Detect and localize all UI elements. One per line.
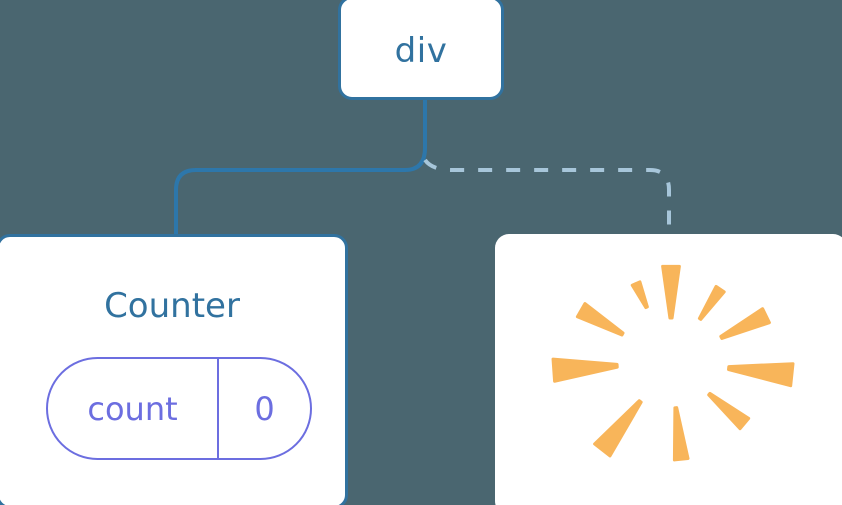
sparkle-burst-icon [551,264,795,462]
burst-ray-0 [661,264,681,320]
burst-ray-8 [575,302,625,337]
burst-ray-6 [593,399,643,458]
burst-ray-5 [672,406,690,462]
burst-ray-3 [727,362,795,388]
connector-root-to-counter [174,98,427,239]
node-burst[interactable] [495,234,842,505]
burst-ray-4 [707,391,751,431]
node-counter[interactable]: Counter count 0 [0,234,348,505]
burst-ray-7 [551,357,619,383]
burst-ray-2 [719,307,771,340]
node-div[interactable]: div [338,0,504,100]
node-div-label: div [394,31,448,71]
state-key-label: count [48,359,219,458]
connector-root-to-burst [423,158,671,238]
node-counter-label: Counter [104,286,240,326]
burst-ray-9 [630,280,649,310]
state-pill-count[interactable]: count 0 [46,357,312,460]
state-value-label: 0 [254,389,275,428]
burst-ray-1 [697,284,726,321]
